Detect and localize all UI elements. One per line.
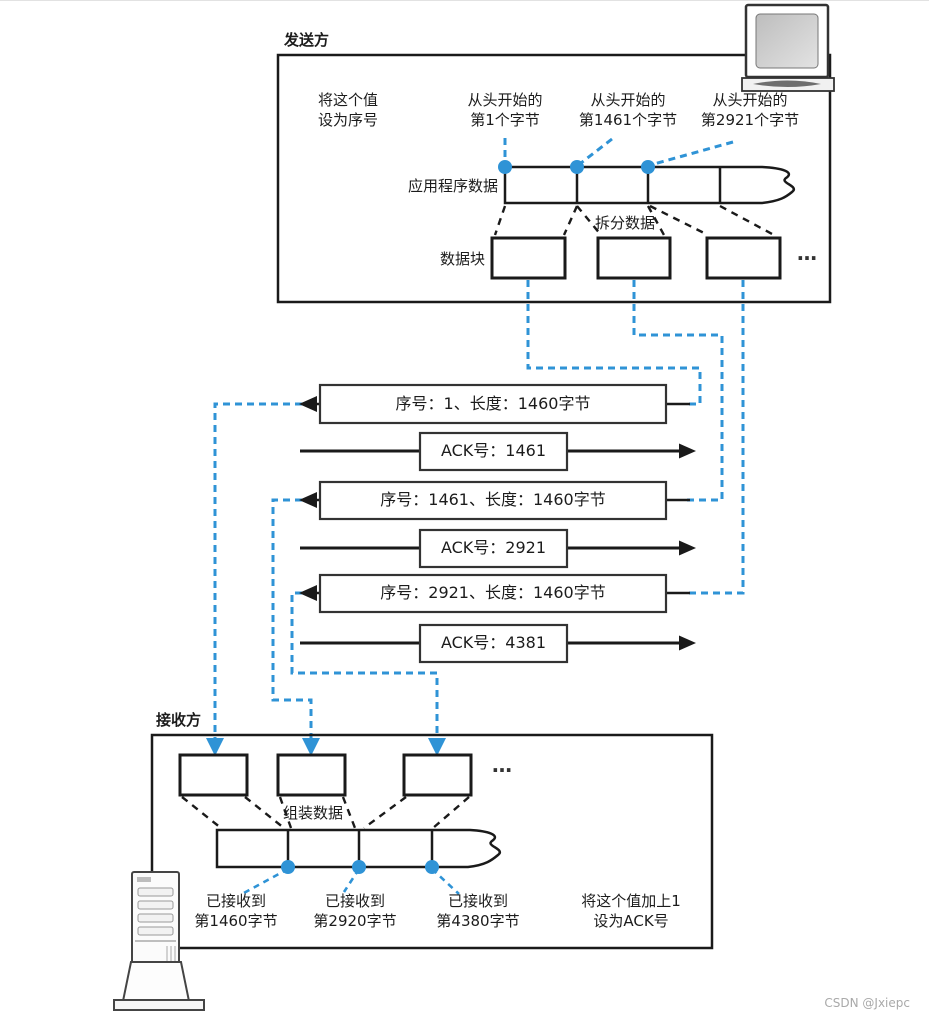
ack1-box: [418, 431, 569, 472]
arrowhead-recv3: [428, 738, 446, 756]
byte-label-connectors: [503, 137, 734, 166]
page-top-border: [0, 0, 929, 1]
received-label-1: 已接收到 第1460字节: [166, 891, 306, 931]
server-icon: [113, 871, 205, 1011]
ack-message-1-label: ACK号：1461: [440, 441, 547, 460]
ack-note: 将这个值加上1 设为ACK号: [551, 891, 711, 931]
byte-label-1-line1: 从头开始的: [467, 91, 543, 109]
sender-block-2: [596, 236, 672, 280]
sender-title: 发送方: [284, 31, 330, 49]
byte-label-1-line2: 第1个字节: [470, 111, 540, 129]
ack-message-2-label: ACK号：2921: [440, 538, 547, 557]
server-plinth: [113, 999, 205, 1011]
seq1-arrowhead: [299, 396, 317, 412]
seq2-box: [318, 480, 668, 521]
computer-icon: [741, 3, 835, 92]
arrowhead-recv2: [302, 738, 320, 756]
received-label-1-line2: 第1460字节: [194, 912, 278, 930]
split-data-label: 拆分数据: [594, 214, 655, 232]
received-label-2: 已接收到 第2920字节: [285, 891, 425, 931]
ack1-arrowhead: [679, 443, 696, 459]
route-block2-msg2: [632, 280, 724, 502]
monitor-base-stripe: [753, 80, 821, 87]
byte-label-2-line2: 第1461个字节: [578, 111, 678, 129]
ack2-arrowhead: [679, 540, 696, 556]
byte-label-3-line2: 第2921个字节: [700, 111, 800, 129]
byte-label-2: 从头开始的 第1461个字节: [558, 90, 698, 130]
seq1-box: [318, 383, 668, 425]
sender-box: [276, 53, 832, 304]
received-label-3-line1: 已接收到: [447, 892, 508, 910]
assemble-data-label: 组装数据: [282, 804, 343, 822]
received-label-3-line2: 第4380字节: [436, 912, 520, 930]
byte-label-3-line1: 从头开始的: [712, 91, 788, 109]
route-block3-msg3: [686, 280, 745, 595]
server-slot-4: [137, 926, 174, 936]
ack-message-3-label: ACK号：4381: [440, 633, 547, 652]
seq-message-3-label: 序号：2921、长度：1460字节: [380, 583, 606, 602]
sender-seq-note-line1: 将这个值: [318, 91, 379, 109]
data-block-label: 数据块: [439, 250, 485, 268]
message-to-receiver-routes: [213, 402, 439, 740]
sender-block-3: [705, 236, 782, 280]
received-label-3: 已接收到 第4380字节: [408, 891, 548, 931]
sender-byte-dots: [498, 160, 655, 174]
byte-dot-2: [570, 160, 584, 174]
byte-dot-3: [641, 160, 655, 174]
ack-arrowheads: [679, 443, 696, 651]
watermark: CSDN @Jxiepc: [824, 996, 910, 1010]
route-msg3-recv3: [290, 591, 439, 740]
byte-connector-2: [580, 137, 613, 165]
arrowhead-recv1: [206, 738, 224, 756]
route-msg2-recv2: [271, 498, 313, 740]
server-slot-3: [137, 913, 174, 923]
route-block1-msg1: [526, 280, 702, 406]
byte-label-1: 从头开始的 第1个字节: [435, 90, 575, 130]
received-dot-2: [352, 860, 366, 874]
received-label-2-line1: 已接收到: [324, 892, 385, 910]
receiver-block-3: [402, 753, 473, 797]
received-label-1-line1: 已接收到: [205, 892, 266, 910]
seq2-arrowhead: [299, 492, 317, 508]
received-dot-3: [425, 860, 439, 874]
byte-connector-3: [653, 140, 734, 166]
sender-seq-note: 将这个值 设为序号: [318, 90, 378, 130]
assemble-fan-dashes: [181, 796, 470, 829]
byte-label-3: 从头开始的 第2921个字节: [680, 90, 820, 130]
ack-note-line2: 设为ACK号: [593, 912, 669, 930]
ack2-box: [418, 528, 569, 569]
monitor-screen: [755, 13, 819, 69]
receiver-block-2: [276, 753, 347, 797]
received-dot-1: [281, 860, 295, 874]
route-msg1-recv1: [213, 402, 302, 740]
sender-ellipsis: …: [797, 241, 819, 265]
seq-message-1-label: 序号：1、长度：1460字节: [395, 394, 591, 413]
ack3-box: [418, 623, 569, 664]
app-data-label: 应用程序数据: [407, 177, 498, 195]
byte-dot-1: [498, 160, 512, 174]
split-fan-dashes: [493, 204, 775, 237]
seq3-arrowhead: [299, 585, 317, 601]
ack3-arrowhead: [679, 635, 696, 651]
block-to-message-routes: [526, 280, 745, 595]
server-slot-2: [137, 900, 174, 910]
server-vent: [137, 877, 151, 882]
sender-seq-note-line2: 设为序号: [318, 111, 379, 129]
sender-block-1: [490, 236, 567, 280]
ack-note-line1: 将这个值加上1: [581, 892, 681, 910]
received-connector-1: [241, 867, 289, 896]
seq3-box: [318, 573, 668, 614]
receiver-block-1: [178, 753, 249, 797]
receiver-box: [150, 733, 714, 950]
receiver-title: 接收方: [156, 711, 202, 729]
receiver-route-arrowheads: [206, 738, 446, 756]
receiver-byte-dots: [281, 860, 439, 874]
byte-label-2-line1: 从头开始的: [590, 91, 666, 109]
receiver-ellipsis: …: [492, 753, 514, 777]
server-slot-1: [137, 887, 174, 897]
received-label-2-line2: 第2920字节: [313, 912, 397, 930]
seq-message-2-label: 序号：1461、长度：1460字节: [380, 490, 606, 509]
